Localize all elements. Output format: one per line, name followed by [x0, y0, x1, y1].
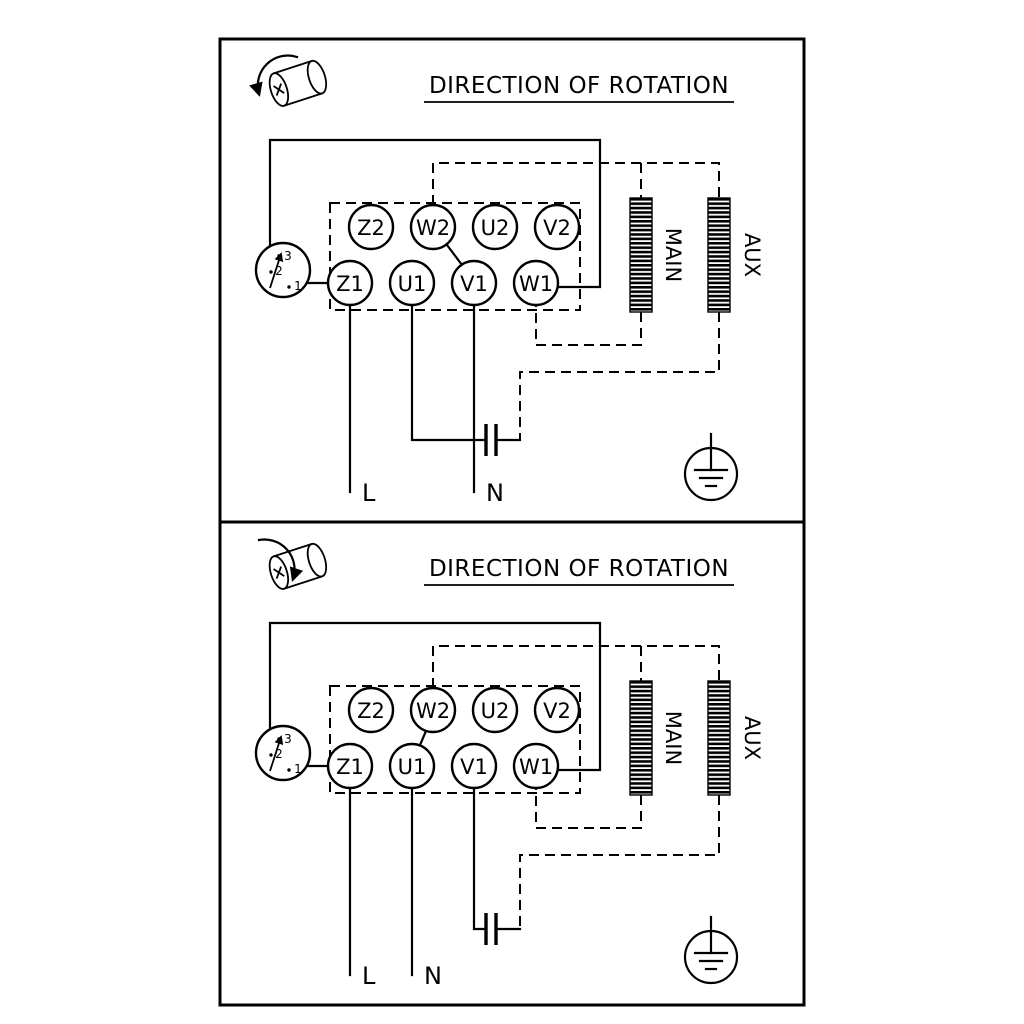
terminal-label: Z1 [336, 272, 364, 296]
aux-winding: AUX [707, 680, 764, 796]
terminal-v1: V1 [450, 259, 498, 307]
speed-selector: 3 2 1 [254, 241, 330, 299]
terminal-label: V1 [460, 755, 488, 779]
wire-v1-capacitor [472, 786, 488, 931]
terminal-box [329, 685, 581, 794]
terminal-z1: Z1 [326, 742, 374, 790]
terminal-label: W1 [519, 272, 553, 296]
terminal-label: W2 [416, 216, 450, 240]
dash-main-return-w1 [535, 788, 642, 829]
main-winding-label: MAIN [661, 711, 685, 765]
aux-winding-label: AUX [740, 233, 764, 277]
main-winding-bar [629, 197, 653, 313]
selector-contact [269, 753, 273, 757]
selector-position-3: 3 [284, 732, 292, 746]
panel-bottom-border [218, 520, 806, 1007]
terminal-label: V2 [543, 216, 571, 240]
panel-title: DIRECTION OF ROTATION [429, 73, 729, 99]
aux-winding: AUX [707, 197, 764, 313]
shaft-body-top [273, 60, 312, 75]
rotation-direction-icon [249, 54, 328, 107]
terminal-label: U1 [398, 755, 427, 779]
shaft-body-top [273, 543, 312, 558]
panel-title: DIRECTION OF ROTATION [429, 556, 729, 582]
wire-switch-to-w1-loop [268, 138, 602, 289]
earth-ground-icon [683, 432, 739, 502]
selector-contact [287, 285, 291, 289]
terminal-w1: W1 [512, 742, 560, 790]
selector-contact [287, 768, 291, 772]
shaft-face-cross [275, 566, 282, 579]
main-winding-bar [629, 680, 653, 796]
main-winding: MAIN [629, 197, 685, 313]
terminal-label: V1 [460, 272, 488, 296]
terminal-w2: W2 [409, 686, 457, 734]
line-label: L [362, 479, 376, 507]
terminal-box [329, 202, 581, 311]
wire-switch-to-w1-loop [268, 621, 602, 772]
terminal-label: U1 [398, 272, 427, 296]
terminal-u2: U2 [471, 203, 519, 251]
earth-ground-icon [683, 915, 739, 985]
terminal-u1: U1 [388, 259, 436, 307]
main-winding-label: MAIN [661, 228, 685, 282]
rotation-arrow [249, 54, 299, 97]
aux-winding-bar [707, 680, 731, 796]
capacitor-symbol [484, 424, 498, 456]
dash-w2-to-windings-common [432, 645, 720, 688]
terminal-label: W2 [416, 699, 450, 723]
main-winding: MAIN [629, 680, 685, 796]
terminal-z1: Z1 [326, 259, 374, 307]
neutral-label: N [424, 962, 442, 990]
shaft-face-cross [275, 83, 282, 96]
terminal-v2: V2 [533, 203, 581, 251]
terminal-label: W1 [519, 755, 553, 779]
dash-w2-to-windings-common [432, 162, 720, 205]
terminal-label: U2 [481, 699, 510, 723]
selector-position-1: 1 [294, 279, 302, 293]
panel-top: DIRECTION OF ROTATION MAIN [218, 37, 806, 524]
dash-aux-to-capacitor [519, 795, 720, 929]
shaft-body-bottom [283, 575, 323, 590]
rotation-direction-icon [257, 538, 328, 590]
terminal-u1: U1 [388, 742, 436, 790]
terminal-z2: Z2 [347, 686, 395, 734]
selector-position-3: 3 [284, 249, 292, 263]
terminal-label: Z2 [357, 216, 385, 240]
aux-winding-label: AUX [740, 716, 764, 760]
aux-winding-bar [707, 197, 731, 313]
dash-aux-to-capacitor [519, 312, 720, 440]
terminal-w2: W2 [409, 203, 457, 251]
wire-u1-capacitor [410, 303, 488, 442]
terminal-label: V2 [543, 699, 571, 723]
selector-position-1: 1 [294, 762, 302, 776]
terminal-label: Z2 [357, 699, 385, 723]
wire-w2-u1-link [418, 729, 428, 747]
terminal-label: U2 [481, 216, 510, 240]
terminal-v1: V1 [450, 742, 498, 790]
selector-position-2: 2 [275, 747, 283, 761]
rotation-arrow [257, 538, 304, 582]
terminal-label: Z1 [336, 755, 364, 779]
line-label: L [362, 962, 376, 990]
selector-arrow [269, 735, 284, 772]
terminal-z2: Z2 [347, 203, 395, 251]
wire-w2-v1-link [445, 243, 464, 267]
speed-selector: 3 2 1 [254, 724, 330, 782]
terminal-v2: V2 [533, 686, 581, 734]
neutral-label: N [486, 479, 504, 507]
shaft-body-bottom [283, 92, 323, 107]
capacitor-symbol [484, 913, 498, 945]
dash-main-return-w1 [535, 305, 642, 346]
terminal-u2: U2 [471, 686, 519, 734]
selector-arrow [269, 252, 284, 289]
terminal-w1: W1 [512, 259, 560, 307]
selector-position-2: 2 [275, 264, 283, 278]
selector-contact [269, 270, 273, 274]
panel-bottom: DIRECTION OF ROTATION MAIN [218, 520, 806, 1007]
